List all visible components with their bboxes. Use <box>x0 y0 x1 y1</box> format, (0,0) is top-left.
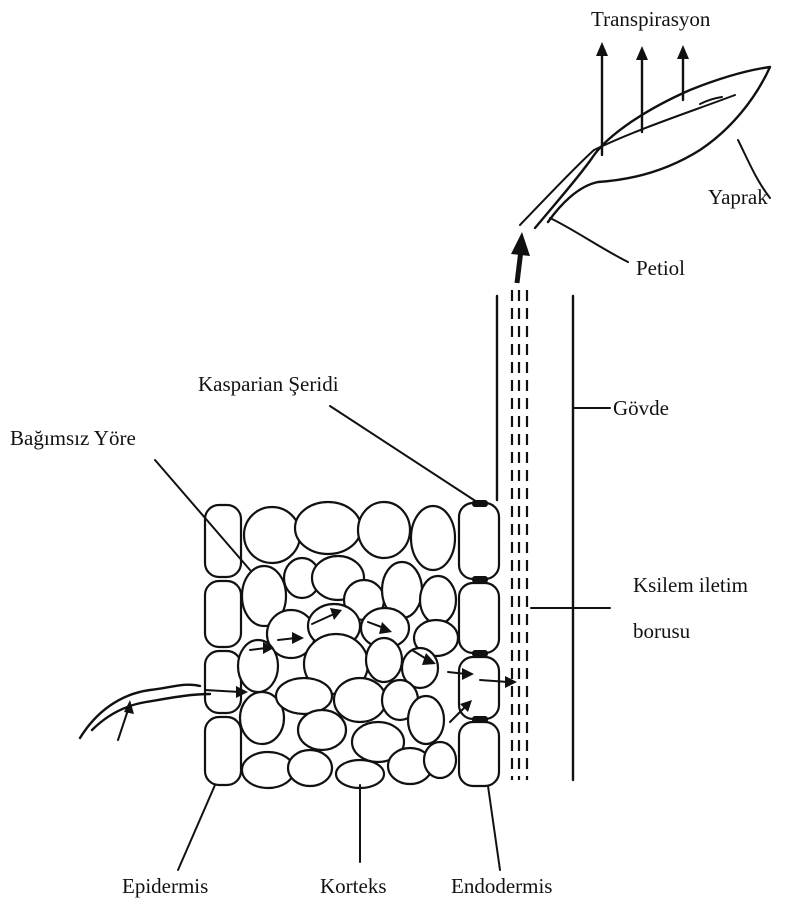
root-hair <box>80 685 210 740</box>
endodermis-cells <box>459 503 499 786</box>
epidermis-cells <box>205 505 241 785</box>
petiole-label: Petiol <box>636 256 685 280</box>
cortex-cells <box>238 502 458 788</box>
petiole-pointer-line <box>550 218 628 262</box>
casparian-strip-label: Kasparian Şeridi <box>198 372 339 396</box>
xylem-label-line1: Ksilem iletim <box>633 573 748 597</box>
petiole-arrow <box>511 232 530 283</box>
leaf-label: Yaprak <box>708 185 768 209</box>
epidermis-label: Epidermis <box>122 874 208 898</box>
stem-walls <box>497 296 573 780</box>
xylem-label-line2: borusu <box>633 619 691 643</box>
cortex-label: Korteks <box>320 874 387 898</box>
transpiration-label: Transpirasyon <box>591 7 711 31</box>
apoplast-label: Bağımsız Yöre <box>10 426 136 450</box>
xylem-vessel <box>512 290 527 780</box>
endodermis-label: Endodermis <box>451 874 552 898</box>
stem-label: Gövde <box>613 396 669 420</box>
